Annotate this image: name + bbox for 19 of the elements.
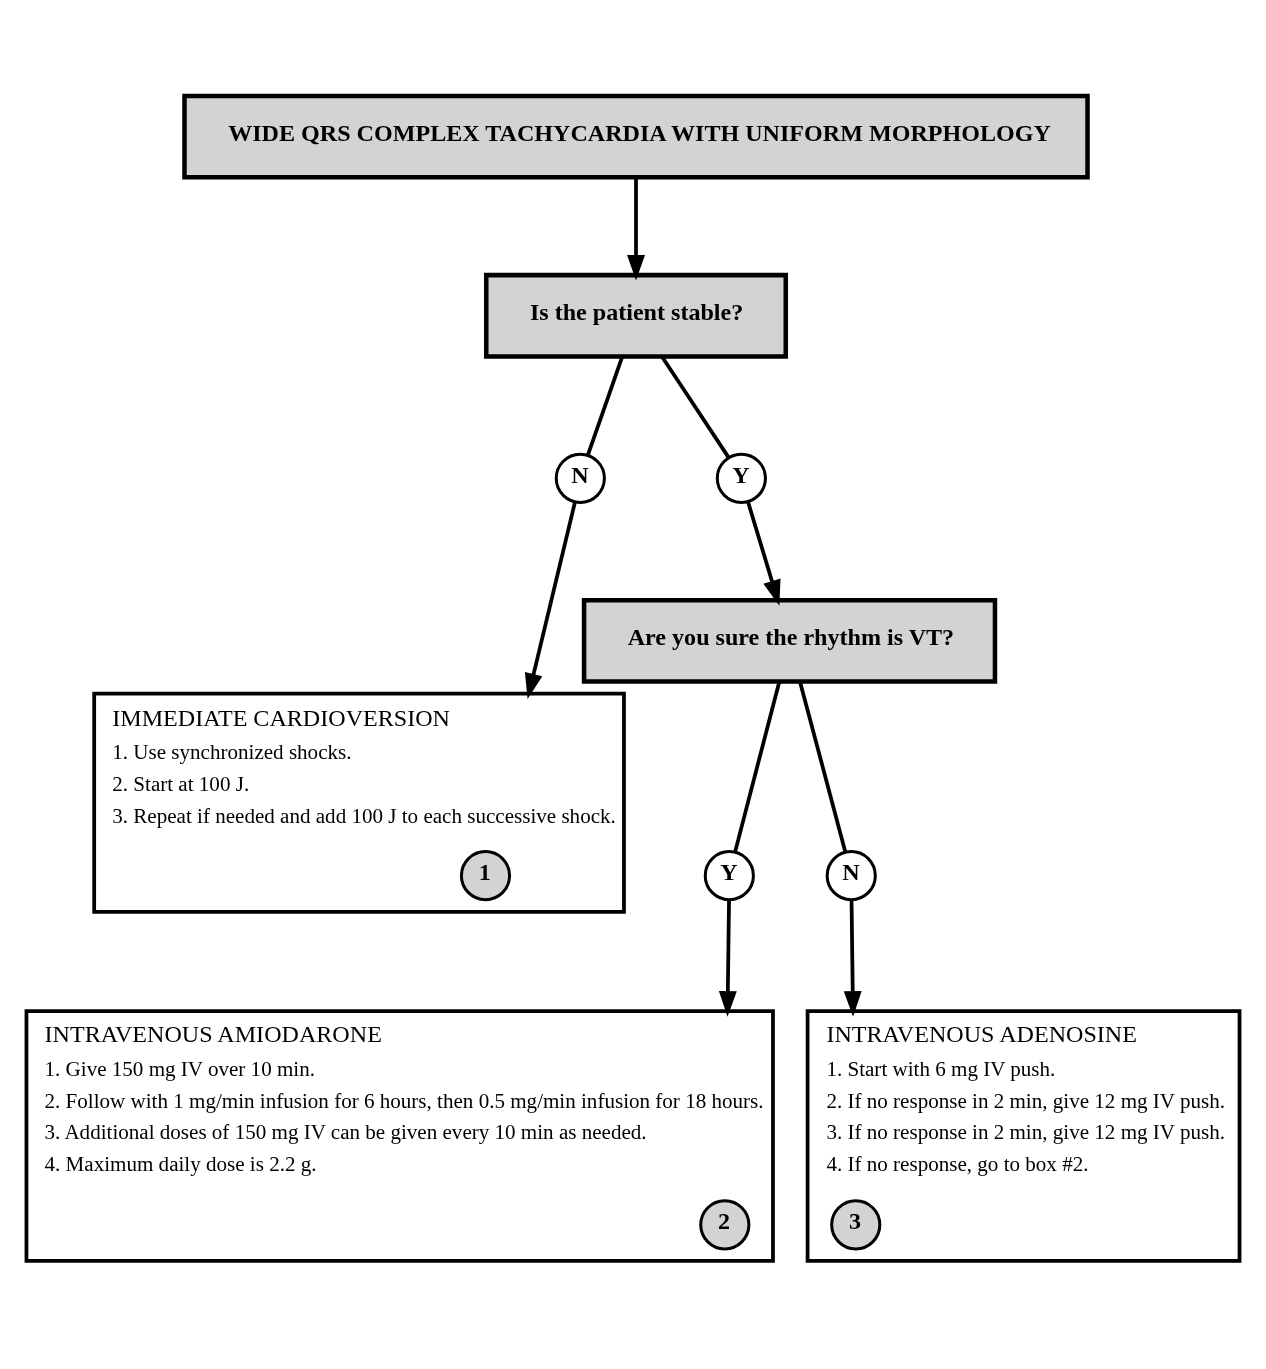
connector [798, 681, 848, 853]
node-circle: N [825, 850, 877, 902]
connector [733, 681, 782, 853]
node-box: WIDE QRS COMPLEX TACHYCARDIA WITH UNIFORM MORPHOLOGY [182, 93, 1090, 180]
node-box: Is the patient stable? [484, 272, 788, 359]
arrow [524, 501, 577, 700]
node-circle: Y [703, 850, 755, 902]
arrow [627, 177, 645, 281]
node-circle: N [554, 452, 606, 504]
connector [660, 355, 731, 459]
node-circle: 3 [830, 1199, 882, 1251]
arrow [746, 501, 781, 606]
node-circle: Y [715, 452, 767, 504]
arrow [718, 899, 737, 1017]
arrow [843, 899, 862, 1017]
node-circle: 1 [459, 850, 512, 902]
node-circle: 2 [699, 1199, 751, 1251]
connector [586, 356, 624, 456]
node-box: Are you sure the rhythm is VT? [581, 597, 998, 684]
